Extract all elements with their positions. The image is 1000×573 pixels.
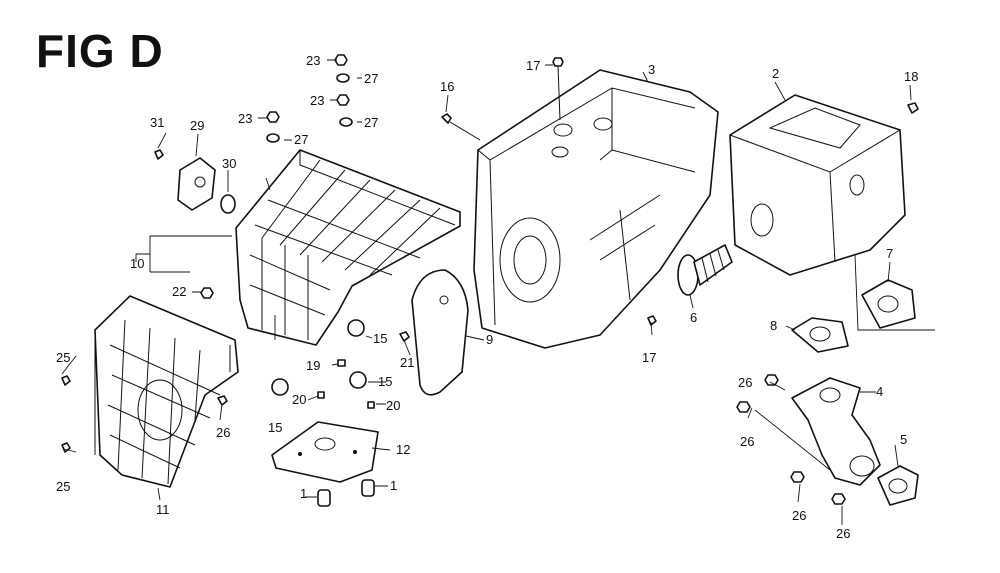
callout-26: 26 (738, 375, 752, 390)
callout-27: 27 (364, 115, 378, 130)
leader-lines (61, 59, 912, 525)
callout-23: 23 (306, 53, 320, 68)
part-3-fan-cover[interactable] (473, 69, 719, 349)
callout-15: 15 (373, 331, 387, 346)
callout-labels: 1 1 2 3 4 5 6 7 8 9 10 11 12 15 15 15 16… (56, 53, 918, 541)
callout-15: 15 (378, 374, 392, 389)
callout-5: 5 (900, 432, 907, 447)
callout-9: 9 (486, 332, 493, 347)
callout-22: 22 (172, 284, 186, 299)
callout-11: 11 (156, 502, 170, 517)
callout-6: 6 (690, 310, 697, 325)
figure-title: FIG D (36, 25, 164, 77)
callout-26: 26 (740, 434, 754, 449)
callout-26: 26 (792, 508, 806, 523)
part-9-plate[interactable] (411, 269, 469, 396)
part-4-exhaust-pipe[interactable] (791, 377, 881, 486)
callout-2: 2 (772, 66, 779, 81)
callout-27: 27 (294, 132, 308, 147)
callout-16: 16 (440, 79, 454, 94)
callout-26: 26 (836, 526, 850, 541)
part-2-muffler[interactable] (729, 94, 906, 276)
callout-19: 19 (306, 358, 320, 373)
callout-30: 30 (222, 156, 236, 171)
callout-4: 4 (876, 384, 883, 399)
callout-18: 18 (904, 69, 918, 84)
callout-21: 21 (400, 355, 414, 370)
part-6-screen[interactable] (677, 244, 733, 296)
part-29-bracket[interactable] (177, 157, 216, 211)
callout-25: 25 (56, 479, 70, 494)
callout-20: 20 (386, 398, 400, 413)
callout-1: 1 (300, 486, 307, 501)
callout-1: 1 (390, 478, 397, 493)
callout-23: 23 (238, 111, 252, 126)
part-12-mount-plate[interactable] (271, 421, 379, 483)
callout-20: 20 (292, 392, 306, 407)
callout-17: 17 (526, 58, 540, 73)
part-7-gasket[interactable] (861, 279, 916, 329)
callout-29: 29 (190, 118, 204, 133)
callout-7: 7 (886, 246, 893, 261)
callout-26: 26 (216, 425, 230, 440)
callout-3: 3 (648, 62, 655, 77)
callout-12: 12 (396, 442, 410, 457)
callout-23: 23 (310, 93, 324, 108)
part-8-gasket[interactable] (791, 317, 849, 353)
callout-25: 25 (56, 350, 70, 365)
callout-15: 15 (268, 420, 282, 435)
callout-27: 27 (364, 71, 378, 86)
part-11-shroud[interactable] (94, 295, 239, 488)
callout-31: 31 (150, 115, 164, 130)
callout-10: 10 (130, 256, 144, 271)
fasteners (61, 54, 919, 507)
callout-8: 8 (770, 318, 777, 333)
callout-17: 17 (642, 350, 656, 365)
part-10-cylinder-cover[interactable] (235, 149, 461, 346)
part-5-gasket[interactable] (877, 465, 919, 506)
